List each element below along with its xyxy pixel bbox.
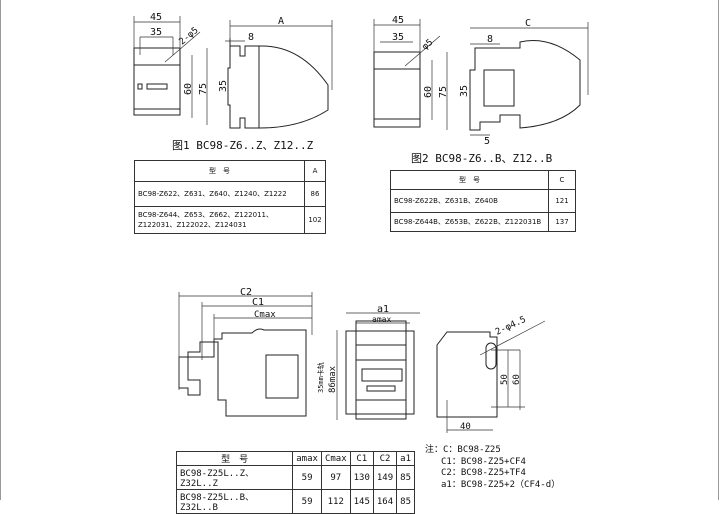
cell-A: 86 [304, 181, 326, 207]
fig1-front-view: 45 35 2-φ5 60 75 [133, 12, 209, 125]
fig3-dim-C1: C1 [252, 297, 264, 308]
fig3-dim-Cmax: Cmax [254, 310, 276, 320]
fig1-dim-8: 8 [248, 32, 254, 43]
cell-model: BC98-Z644B、Z653B、Z622B、Z122031B [390, 212, 549, 232]
cell: 149 [372, 465, 398, 490]
fig3-dim-86max: 86max [328, 365, 338, 393]
fig3-dim-50: 50 [500, 374, 510, 385]
fig2-dim-45: 45 [392, 15, 404, 26]
fig1-dim-A: A [278, 16, 284, 27]
fig1-dim-35-rail: 35 [218, 80, 229, 92]
fig1-dim-35: 35 [150, 27, 162, 38]
fig1-dim-45: 45 [150, 12, 162, 23]
note-line: C2：BC98-Z25+TF4 [441, 468, 526, 478]
fig2-dim-60: 60 [423, 86, 434, 98]
header-model: 型 号 [390, 170, 549, 190]
cell-C: 121 [548, 189, 576, 213]
cell-model: BC98-Z622B、Z631B、Z640B [390, 189, 549, 213]
cell: 59 [292, 465, 322, 490]
page-right-edge [718, 0, 719, 500]
fig3-side-view: C2 C1 Cmax 35mm卡轨 86max [178, 287, 338, 420]
fig2-dim-35-rail: 35 [459, 85, 470, 97]
fig2-dim-C: C [525, 18, 531, 29]
header-a1: a1 [396, 451, 415, 466]
cell: 164 [372, 489, 398, 514]
fig2-caption: 图2 BC98-Z6..B、Z12..B [411, 152, 553, 165]
header-model: 型 号 [175, 451, 294, 466]
fig3-dim-60: 60 [512, 374, 522, 385]
fig2-dim-8: 8 [487, 34, 493, 45]
fig1-caption: 图1 BC98-Z6..Z、Z12..Z [172, 139, 314, 152]
page-left-edge [0, 0, 1, 500]
note-line: 注：C：BC98-Z25 [425, 445, 501, 455]
cell: 145 [349, 489, 374, 514]
cell: 85 [396, 465, 415, 490]
fig3-dim-rail: 35mm卡轨 [316, 362, 325, 393]
cell: 97 [320, 465, 351, 490]
fig3-dim-amax: amax [372, 315, 391, 324]
fig2-front-view: 45 35 φ5 60 75 [373, 15, 449, 130]
fig2-dim-75: 75 [438, 86, 449, 98]
fig3-dim-a1: a1 [377, 304, 389, 315]
cell: 112 [320, 489, 351, 514]
header-c2: C2 [372, 451, 398, 466]
fig3-dim-40: 40 [460, 422, 471, 432]
fig1-side-view: A 8 35 [218, 16, 333, 129]
fig2-side-view: C 8 35 5 [459, 18, 589, 147]
fig1-dim-75: 75 [198, 83, 209, 95]
cell-C: 137 [548, 212, 576, 232]
header-C: C [548, 170, 576, 190]
table-fig3: 型 号 amax Cmax C1 C2 a1 BC98-Z25L..Z、Z32L… [175, 451, 415, 514]
fig2-dim-5: 5 [484, 136, 490, 147]
note-line: a1：BC98-Z25+2（CF4-d） [441, 479, 561, 490]
fig3-dim-C2: C2 [240, 287, 252, 298]
table-row: BC98-Z644、Z653、Z662、Z122011、Z122031、Z122… [134, 206, 326, 234]
fig2-dim-hole: φ5 [421, 38, 436, 53]
cell-model: BC98-Z25L..Z、Z32L..Z [175, 465, 294, 490]
cell-A: 102 [304, 206, 326, 234]
header-c1: C1 [349, 451, 374, 466]
fig1-dim-hole: 2-φ5 [178, 26, 201, 48]
fig3-front-view: a1 amax [345, 304, 420, 420]
fig3-dim-hole: 2-φ4.5 [494, 315, 528, 338]
fig1-dim-60: 60 [183, 83, 194, 95]
note-line: C1：BC98-Z25+CF4 [441, 456, 526, 467]
header-model: 型 号 [134, 160, 305, 182]
cell-model: BC98-Z25L..B、Z32L..B [175, 489, 294, 514]
table-header-row: 型 号 amax Cmax C1 C2 a1 [175, 451, 415, 466]
header-amax: amax [292, 451, 322, 466]
technical-drawings: 45 35 2-φ5 60 75 A 8 35 45 35 φ5 60 75 C… [133, 12, 589, 433]
cell: 85 [396, 489, 415, 514]
notes: 注：C：BC98-Z25 C1：BC98-Z25+CF4 C2：BC98-Z25… [425, 445, 560, 491]
fig2-dim-35: 35 [392, 32, 404, 43]
cell: 59 [292, 489, 322, 514]
header-A: A [304, 160, 326, 182]
header-cmax: Cmax [320, 451, 351, 466]
cell: 130 [349, 465, 374, 490]
fig3-mount-view: 2-φ4.5 50 60 40 [436, 315, 546, 433]
cell-model: BC98-Z644、Z653、Z662、Z122011、Z122031、Z122… [134, 206, 305, 234]
cell-model: BC98-Z622、Z631、Z640、Z1240、Z1222 [134, 181, 305, 207]
